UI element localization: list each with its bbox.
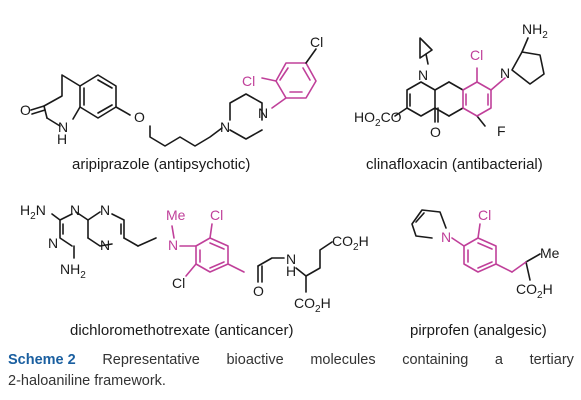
dichloromethotrexate-structure bbox=[51, 211, 333, 293]
atom-nh2-bottom: NH2 bbox=[60, 261, 86, 281]
caption-line-2: 2-haloaniline framework. bbox=[8, 373, 166, 389]
atom-nh2-amine: NH2 bbox=[522, 21, 548, 41]
atom-n-methyl: N bbox=[168, 237, 179, 253]
atom-cl-ortho: Cl bbox=[242, 73, 256, 89]
atom-co2h-alpha: CO2H bbox=[294, 295, 331, 315]
caption-word: molecules bbox=[310, 352, 376, 368]
caption-word: containing bbox=[402, 352, 469, 368]
atom-me: Me bbox=[166, 207, 186, 223]
clinafloxacin-highlight bbox=[462, 67, 506, 117]
caption-label: Scheme 2 bbox=[8, 352, 76, 368]
scheme-figure: O N H O N N Cl Cl N Cl N NH2 F O HO2CO H… bbox=[20, 21, 560, 339]
aripiprazole-highlight bbox=[261, 62, 317, 109]
atom-h2n-top: H2N bbox=[20, 202, 46, 222]
atom-n-amide: N bbox=[286, 251, 297, 267]
atom-n-pyrrolidine: N bbox=[500, 65, 511, 81]
molecule-label-clinafloxacin: clinafloxacin (antibacterial) bbox=[366, 156, 543, 173]
atom-f: F bbox=[497, 123, 506, 139]
atom-n-pyrroline: N bbox=[441, 229, 452, 245]
atom-n-pteridine-2: N bbox=[100, 202, 111, 218]
atom-n-pteridine-1: N bbox=[70, 202, 81, 218]
atom-n-lactam: N bbox=[58, 119, 69, 135]
caption-word: Representative bbox=[102, 352, 200, 368]
caption-word: bioactive bbox=[226, 352, 284, 368]
molecule-label-dichloromethotrexate: dichloromethotrexate (anticancer) bbox=[70, 322, 294, 339]
atom-n-pteridine-4: N bbox=[100, 237, 111, 253]
pirprofen-highlight bbox=[451, 223, 527, 273]
structure-drawings bbox=[30, 37, 545, 293]
atom-cl-meta: Cl bbox=[310, 34, 324, 50]
atom-n-quinolone: N bbox=[418, 67, 429, 83]
molecule-label-aripiprazole: aripiprazole (antipsychotic) bbox=[72, 156, 251, 173]
atom-co2h-gamma: CO2H bbox=[332, 233, 369, 253]
caption-word: a bbox=[494, 352, 503, 368]
atom-co2h-pirprofen: CO2H bbox=[516, 281, 553, 301]
dichloromethotrexate-highlight bbox=[171, 223, 245, 277]
atom-n-piperazine-2: N bbox=[258, 105, 269, 121]
clinafloxacin-structure bbox=[394, 37, 545, 127]
atom-ho2c: HO2CO bbox=[354, 109, 402, 129]
atom-o-carbonyl: O bbox=[20, 102, 31, 118]
caption-line-1: Scheme 2 Representative bioactive molecu… bbox=[8, 350, 574, 371]
atom-o-amide: O bbox=[253, 283, 264, 299]
molecule-label-pirprofen: pirprofen (analgesic) bbox=[410, 322, 547, 339]
aripiprazole-structure bbox=[30, 74, 263, 147]
atom-me-pirprofen: Me bbox=[540, 245, 560, 261]
figure-caption: Scheme 2 Representative bioactive molecu… bbox=[8, 350, 574, 392]
atom-n-piperazine-1: N bbox=[220, 119, 231, 135]
atom-cl-upper: Cl bbox=[210, 207, 224, 223]
atom-cl-quinolone: Cl bbox=[470, 47, 484, 63]
atom-h-amide: H bbox=[286, 263, 297, 279]
atom-h-lactam: H bbox=[57, 131, 68, 147]
atom-o-ether: O bbox=[134, 109, 145, 125]
caption-word: tertiary bbox=[529, 352, 574, 368]
atom-n-pteridine-3: N bbox=[48, 235, 59, 251]
atom-cl-pirprofen: Cl bbox=[478, 207, 492, 223]
pirprofen-structure bbox=[411, 209, 541, 281]
atom-o-ketone: O bbox=[430, 124, 441, 140]
atom-cl-lower: Cl bbox=[172, 275, 186, 291]
